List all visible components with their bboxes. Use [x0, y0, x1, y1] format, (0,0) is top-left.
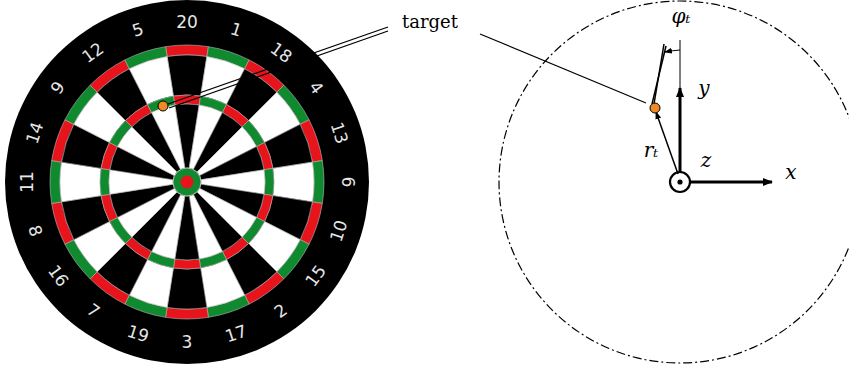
treble-ring: [173, 95, 200, 105]
target-dot: [158, 101, 168, 111]
single-segment: [167, 268, 207, 309]
sector-number: 13: [328, 120, 351, 146]
sector-number: 3: [182, 334, 193, 351]
angle-arc: [665, 50, 680, 52]
treble-ring: [264, 168, 274, 195]
treble-ring: [100, 168, 110, 195]
target-dot: [650, 103, 660, 113]
bullseye: [181, 176, 194, 189]
z-axis: [670, 172, 690, 192]
single-segment: [152, 105, 185, 170]
radius-vector: [656, 112, 678, 174]
leader-line: [169, 31, 388, 108]
sector-number: 11: [19, 171, 36, 193]
sector-number: 20: [176, 14, 198, 31]
axis-label: x: [785, 162, 796, 182]
leader-line: [480, 34, 646, 103]
radius-label: rₜ: [644, 140, 659, 160]
callout-label: target: [402, 13, 458, 31]
x-axis: [690, 181, 772, 184]
sector-number: 6: [339, 177, 356, 188]
angle-label: φₜ: [672, 6, 691, 26]
reference-line: [680, 40, 681, 88]
board-surround: [5, 0, 369, 364]
single-segment: [60, 162, 101, 202]
axis-label: y: [698, 78, 709, 98]
z-axis-dot: [677, 179, 682, 184]
single-segment: [273, 162, 314, 202]
board-outline: [499, 1, 849, 363]
treble-ring: [173, 259, 200, 269]
leader-line: [168, 27, 388, 104]
radius-line: [652, 46, 666, 104]
y-axis: [679, 88, 682, 172]
single-segment: [167, 55, 207, 96]
outer-bull: [173, 168, 201, 196]
axis-label: z: [701, 150, 712, 170]
